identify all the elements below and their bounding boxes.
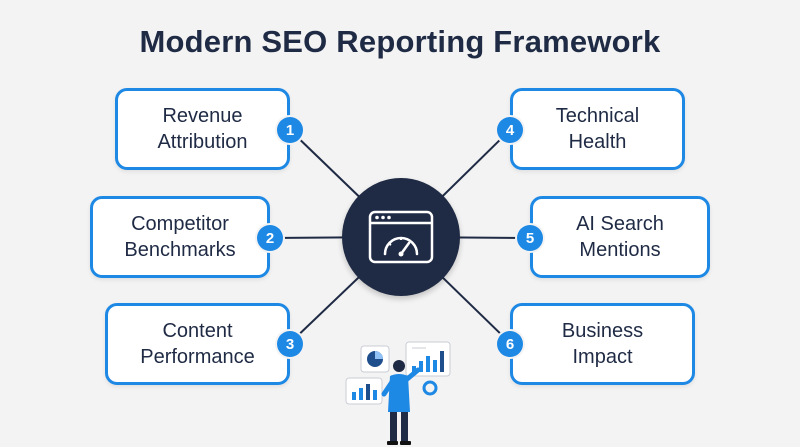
person-with-charts-illustration [345,341,451,445]
node-ai-search-mentions: AI Search Mentions [530,196,710,278]
page-title: Modern SEO Reporting Framework [139,24,661,59]
node-number-badge: 5 [517,225,543,251]
node-number-badge: 1 [277,117,303,143]
node-business-impact: Business Impact [510,303,695,385]
node-label-line2: Impact [572,346,633,368]
node-label-line2: Benchmarks [124,239,236,261]
node-competitor-benchmarks: Competitor Benchmarks [90,196,270,278]
node-label-line2: Performance [140,346,255,368]
node-label-line1: Business [561,320,644,342]
node-label-line1: Revenue [162,105,243,127]
central-hub [342,178,460,296]
node-label-line1: Content [162,320,233,342]
node-revenue-attribution: Revenue Attribution [115,88,290,170]
node-number-badge: 6 [497,331,523,357]
node-label-line1: Technical [555,105,640,127]
node-number-badge: 3 [277,331,303,357]
node-label-line2: Health [568,131,627,153]
browser-gauge-icon [368,210,434,264]
node-content-performance: Content Performance [105,303,290,385]
node-number-badge: 4 [497,117,523,143]
node-label-line1: Competitor [131,213,229,235]
node-technical-health: Technical Health [510,88,685,170]
node-label-line2: Mentions [579,239,661,261]
node-number-badge: 2 [257,225,283,251]
node-label-line1: AI Search [576,213,664,235]
node-label-line2: Attribution [157,131,248,153]
